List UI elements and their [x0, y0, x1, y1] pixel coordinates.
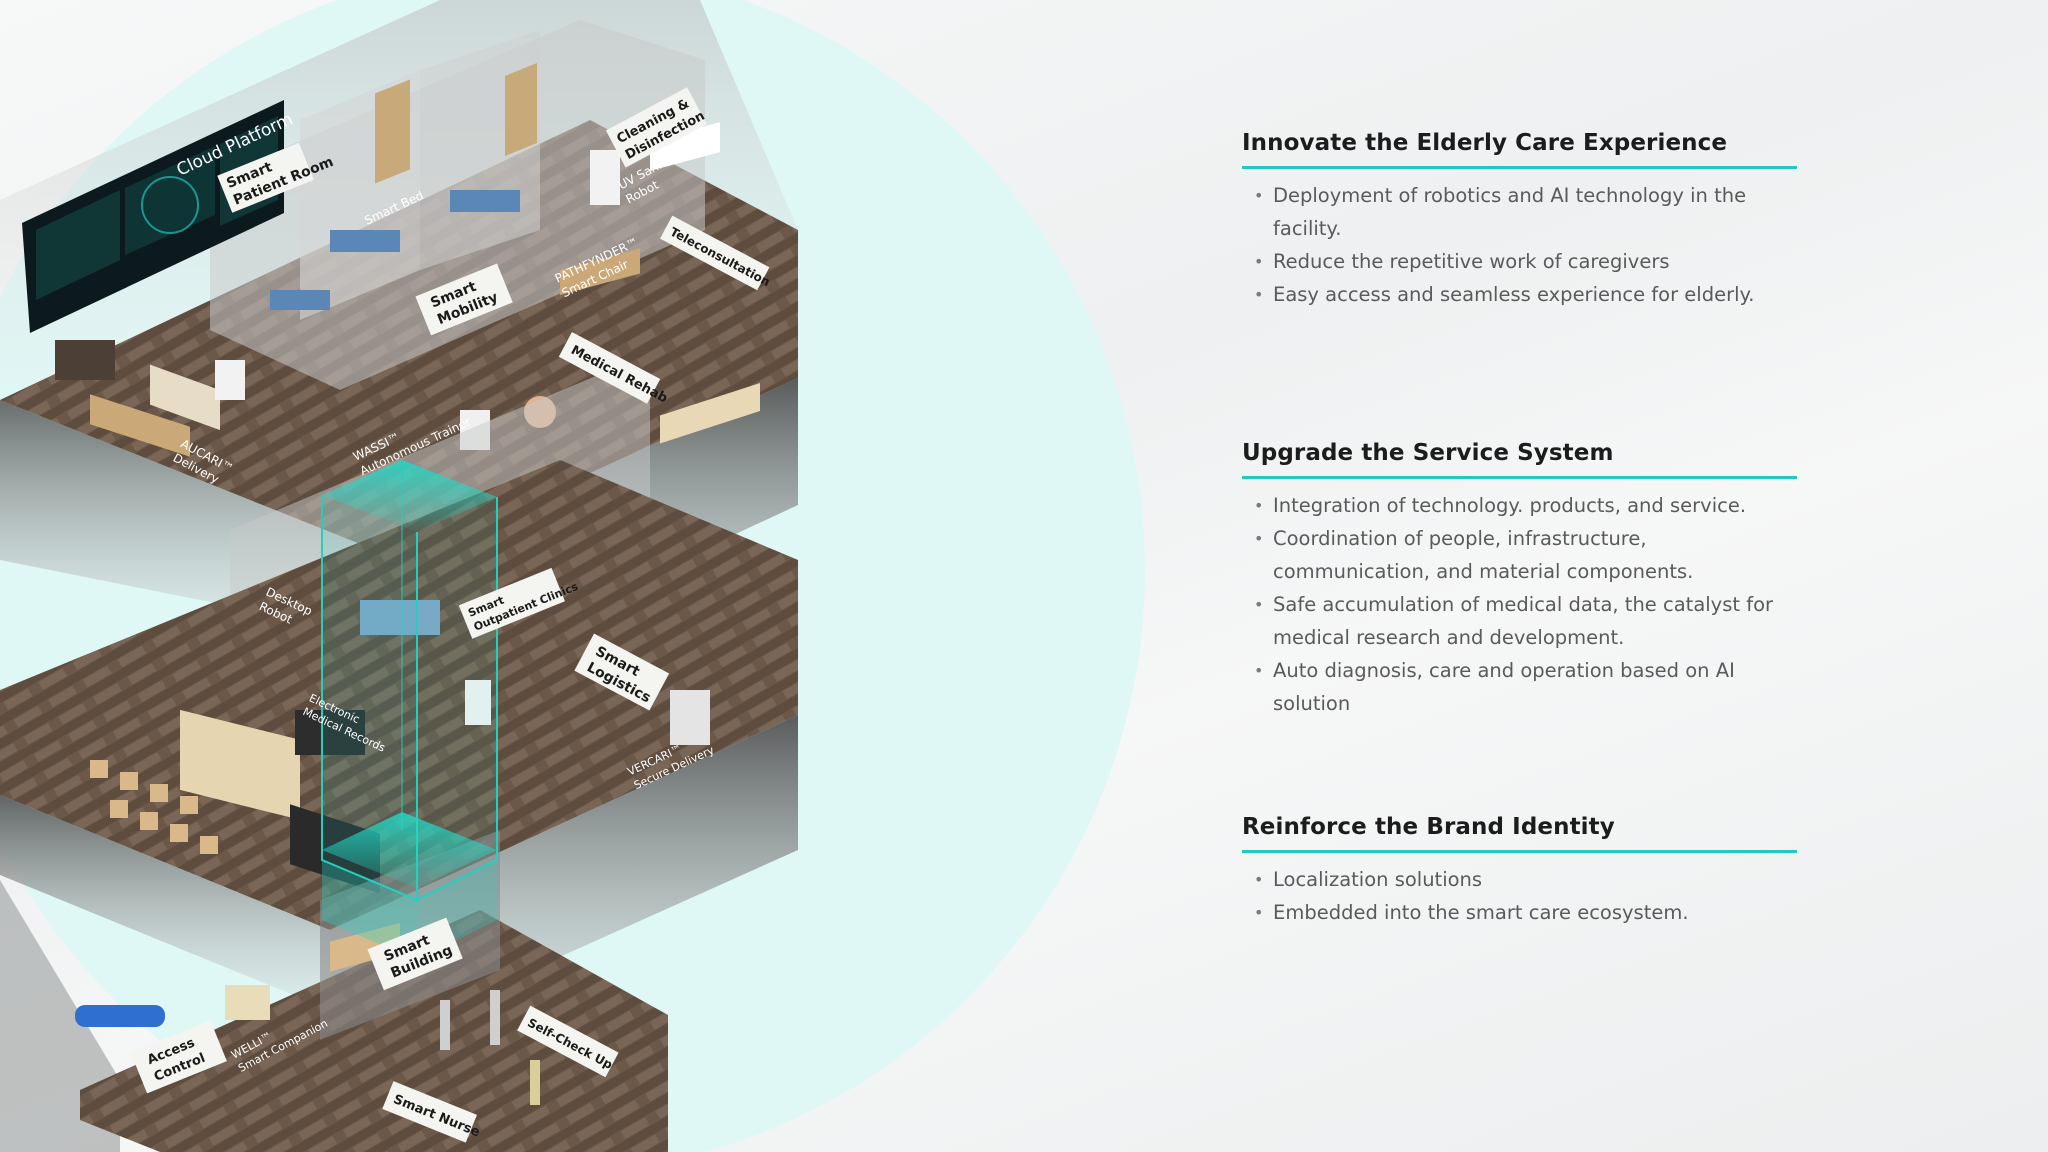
label-smart-mobility: Smart Mobility — [415, 263, 513, 336]
bullet-item: Localization solutions — [1242, 863, 1797, 896]
isometric-facility-illustration: Cloud Platform Smart Patient Room Smart … — [0, 0, 1145, 1152]
bullet-item: Deployment of robotics and AI technology… — [1242, 179, 1797, 245]
bullet-item: Embedded into the smart care ecosystem. — [1242, 896, 1797, 929]
section-title: Reinforce the Brand Identity — [1242, 814, 1797, 853]
bullet-item: Coordination of people, infrastructure, … — [1242, 522, 1797, 588]
section-brand-identity: Reinforce the Brand Identity Localizatio… — [1242, 814, 1797, 929]
bullet-list: Deployment of robotics and AI technology… — [1242, 179, 1797, 311]
section-title: Upgrade the Service System — [1242, 440, 1797, 479]
bullet-item: Integration of technology. products, and… — [1242, 489, 1797, 522]
bullet-item: Easy access and seamless experience for … — [1242, 278, 1797, 311]
section-elderly-care: Innovate the Elderly Care Experience Dep… — [1242, 130, 1797, 311]
bullet-list: Localization solutions Embedded into the… — [1242, 863, 1797, 929]
bullet-item: Auto diagnosis, care and operation based… — [1242, 654, 1797, 720]
cloud-platform-screen — [22, 100, 284, 333]
bullet-list: Integration of technology. products, and… — [1242, 489, 1797, 720]
bullet-item: Reduce the repetitive work of caregivers — [1242, 245, 1797, 278]
bullet-item: Safe accumulation of medical data, the c… — [1242, 588, 1797, 654]
section-title: Innovate the Elderly Care Experience — [1242, 130, 1797, 169]
bottom-floor — [0, 830, 668, 1152]
section-service-system: Upgrade the Service System Integration o… — [1242, 440, 1797, 720]
